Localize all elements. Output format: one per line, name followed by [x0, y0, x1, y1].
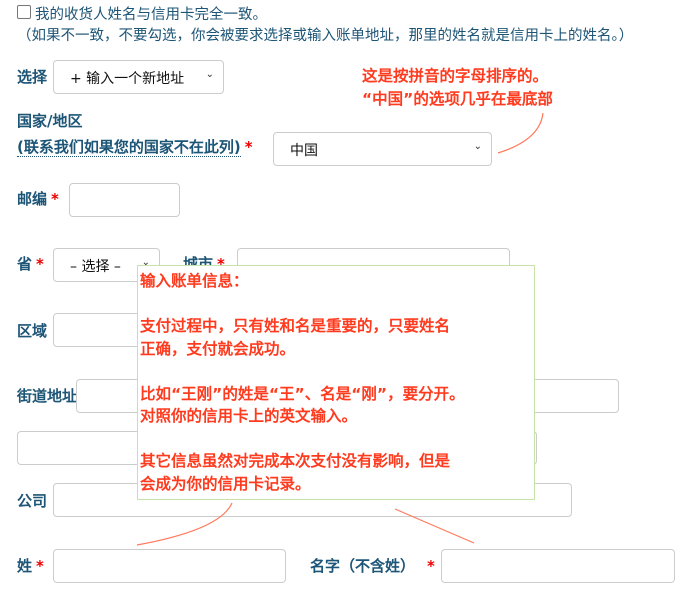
province-select-value: – 选择 – [70, 259, 121, 275]
district-input[interactable] [53, 313, 153, 347]
province-label-text: 省 [17, 255, 33, 273]
tooltip-text: 支付过程中，只有姓和名是重要的，只要姓名 [140, 317, 451, 335]
tooltip-text: 正确，支付就会成功。 [140, 339, 296, 358]
annotation-country-line2: “中国”的选项几乎在最底部 [362, 90, 553, 108]
lastname-label-text: 姓 [17, 557, 33, 575]
lastname-connector [136, 502, 233, 546]
same-name-checkbox[interactable] [17, 5, 31, 19]
country-annotation-connector [497, 112, 544, 154]
contact-us-link[interactable]: (联系我们如果您的国家不在此列) [17, 138, 241, 157]
address-select[interactable]: + 输入一个新地址 ⌄ [53, 60, 224, 94]
lastname-input[interactable] [53, 549, 286, 583]
firstname-label-text: 名字（不含姓） [310, 557, 416, 575]
district-label: 区域 [17, 322, 48, 340]
country-select-value: 中国 [290, 143, 318, 159]
postcode-label-text: 邮编 [17, 190, 48, 208]
tooltip-text: 其它信息虽然对完成本次支付没有影响，但是 [140, 452, 451, 470]
company-label: 公司 [17, 492, 48, 510]
chevron-down-icon: ⌄ [205, 69, 214, 80]
street-label-text: 街道地址 [17, 387, 78, 405]
firstname-input[interactable] [441, 549, 675, 583]
country-select[interactable]: 中国 ⌄ [273, 132, 492, 166]
required-mark: * [51, 190, 59, 208]
chevron-down-icon: ⌄ [473, 141, 482, 152]
tooltip-text: 对照你的信用卡上的英文输入。 [140, 407, 358, 425]
province-label: 省* [17, 253, 44, 274]
lastname-label: 姓* [17, 555, 44, 576]
same-name-hint: （如果不一致，不要勾选，你会被要求选择或输入账单地址，那里的姓名就是信用卡上的姓… [17, 28, 634, 44]
required-mark: * [217, 255, 225, 273]
postcode-input[interactable] [69, 183, 180, 217]
chevron-down-icon: ⌄ [141, 257, 150, 268]
required-mark: * [36, 255, 44, 273]
address-select-label: 选择 [17, 68, 48, 86]
firstname-label: 名字（不含姓） * [310, 555, 435, 576]
tooltip-text: 会成为你的信用卡记录。 [140, 474, 311, 493]
tooltip-text: 比如“王刚”的姓是“王”、名是“刚”，要分开。 [140, 384, 465, 403]
same-name-checkbox-label: 我的收货人姓名与信用卡完全一致。 [35, 7, 267, 23]
firstname-connector [394, 508, 475, 544]
country-label-line2: (联系我们如果您的国家不在此列)* [17, 136, 253, 157]
postcode-label: 邮编* [17, 188, 59, 209]
billing-info-tooltip: 输入账单信息： 支付过程中，只有姓和名是重要的，只要姓名 正确，支付就会成功。 … [137, 265, 535, 500]
country-label: 国家/地区 [17, 112, 83, 130]
address-select-value: + 输入一个新地址 [70, 71, 185, 87]
required-mark: * [244, 138, 253, 156]
annotation-country-line1: 这是按拼音的字母排序的。 [362, 67, 549, 85]
tooltip-title: 输入账单信息： [140, 272, 249, 290]
required-mark: * [427, 557, 435, 575]
required-mark: * [36, 557, 44, 575]
